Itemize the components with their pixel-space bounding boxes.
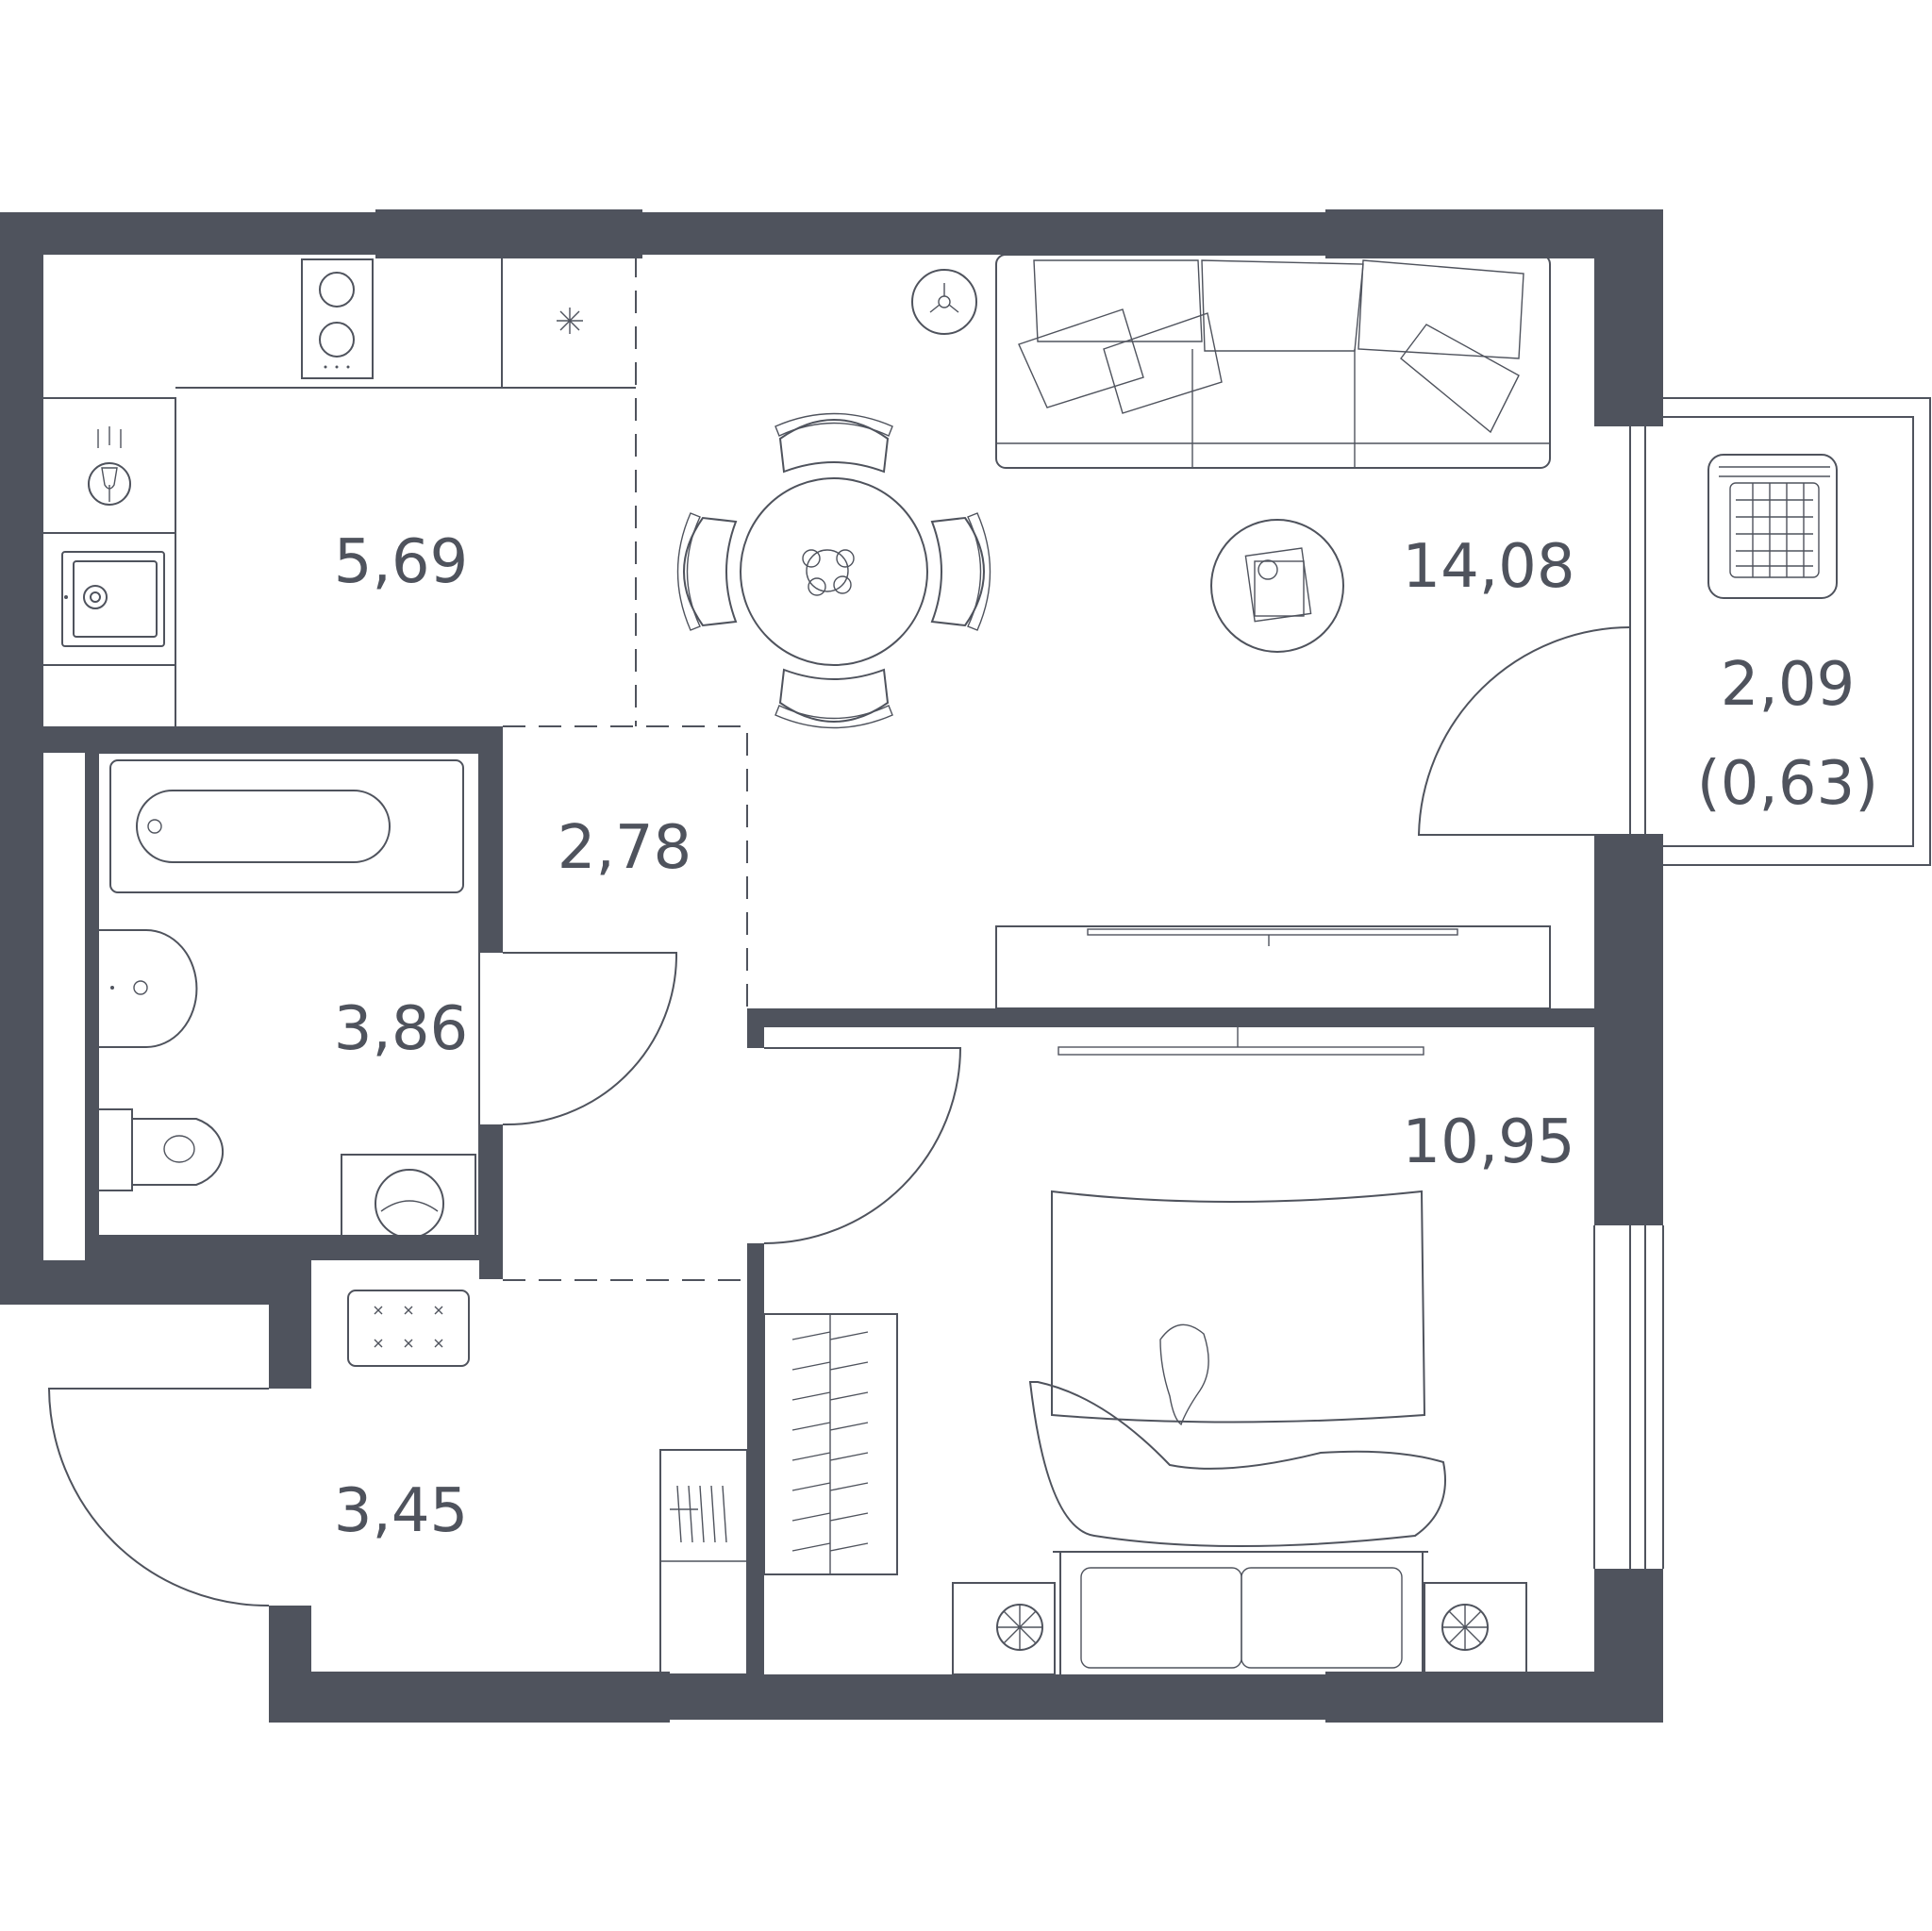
nightstand-left <box>952 1582 1056 1675</box>
kitchen-area-label: 5,69 <box>334 527 469 597</box>
bathroom-area-label: 3,86 <box>334 994 469 1064</box>
washing-machine <box>341 1154 476 1256</box>
sink-icon <box>61 551 165 647</box>
cushion <box>1018 308 1144 408</box>
sofa <box>995 254 1551 469</box>
nightstand-right <box>1424 1582 1527 1675</box>
cat-icon <box>1159 1323 1209 1426</box>
fridge-icon <box>557 308 583 334</box>
bed <box>1028 1190 1446 1674</box>
corridor-area-label: 2,78 <box>558 813 692 883</box>
balcony-reduced-area-label: (0,63) <box>1697 749 1878 819</box>
bathtub <box>109 759 464 893</box>
tv-stand <box>995 925 1551 1009</box>
toilet <box>97 1108 225 1191</box>
balcony-armchair <box>1707 454 1838 599</box>
bedroom-area-label: 10,95 <box>1402 1107 1574 1177</box>
dining-table <box>676 412 991 729</box>
bedroom-furniture <box>763 1027 1527 1675</box>
living-room-area-label: 14,08 <box>1402 532 1574 602</box>
balcony-area-label: 2,09 <box>1721 650 1856 720</box>
bathroom-fixtures <box>97 752 480 1256</box>
walls <box>0 209 1663 1723</box>
washbasin <box>97 929 198 1048</box>
bedroom-window <box>1593 1225 1664 1569</box>
coffee-table <box>1210 519 1344 653</box>
lamp-icon <box>911 269 977 335</box>
balcony <box>1417 397 1931 866</box>
zone-dividers <box>503 255 748 1281</box>
kitchen-furniture <box>43 255 636 726</box>
hall-furniture <box>347 1290 748 1675</box>
living-room-furniture <box>676 254 1838 1009</box>
doors <box>47 952 962 1607</box>
cushion <box>1400 324 1520 434</box>
wardrobe <box>763 1313 898 1575</box>
cushion <box>1103 312 1223 414</box>
entrance-hall-area-label: 3,45 <box>334 1476 469 1546</box>
dishwasher-icon <box>88 426 131 506</box>
